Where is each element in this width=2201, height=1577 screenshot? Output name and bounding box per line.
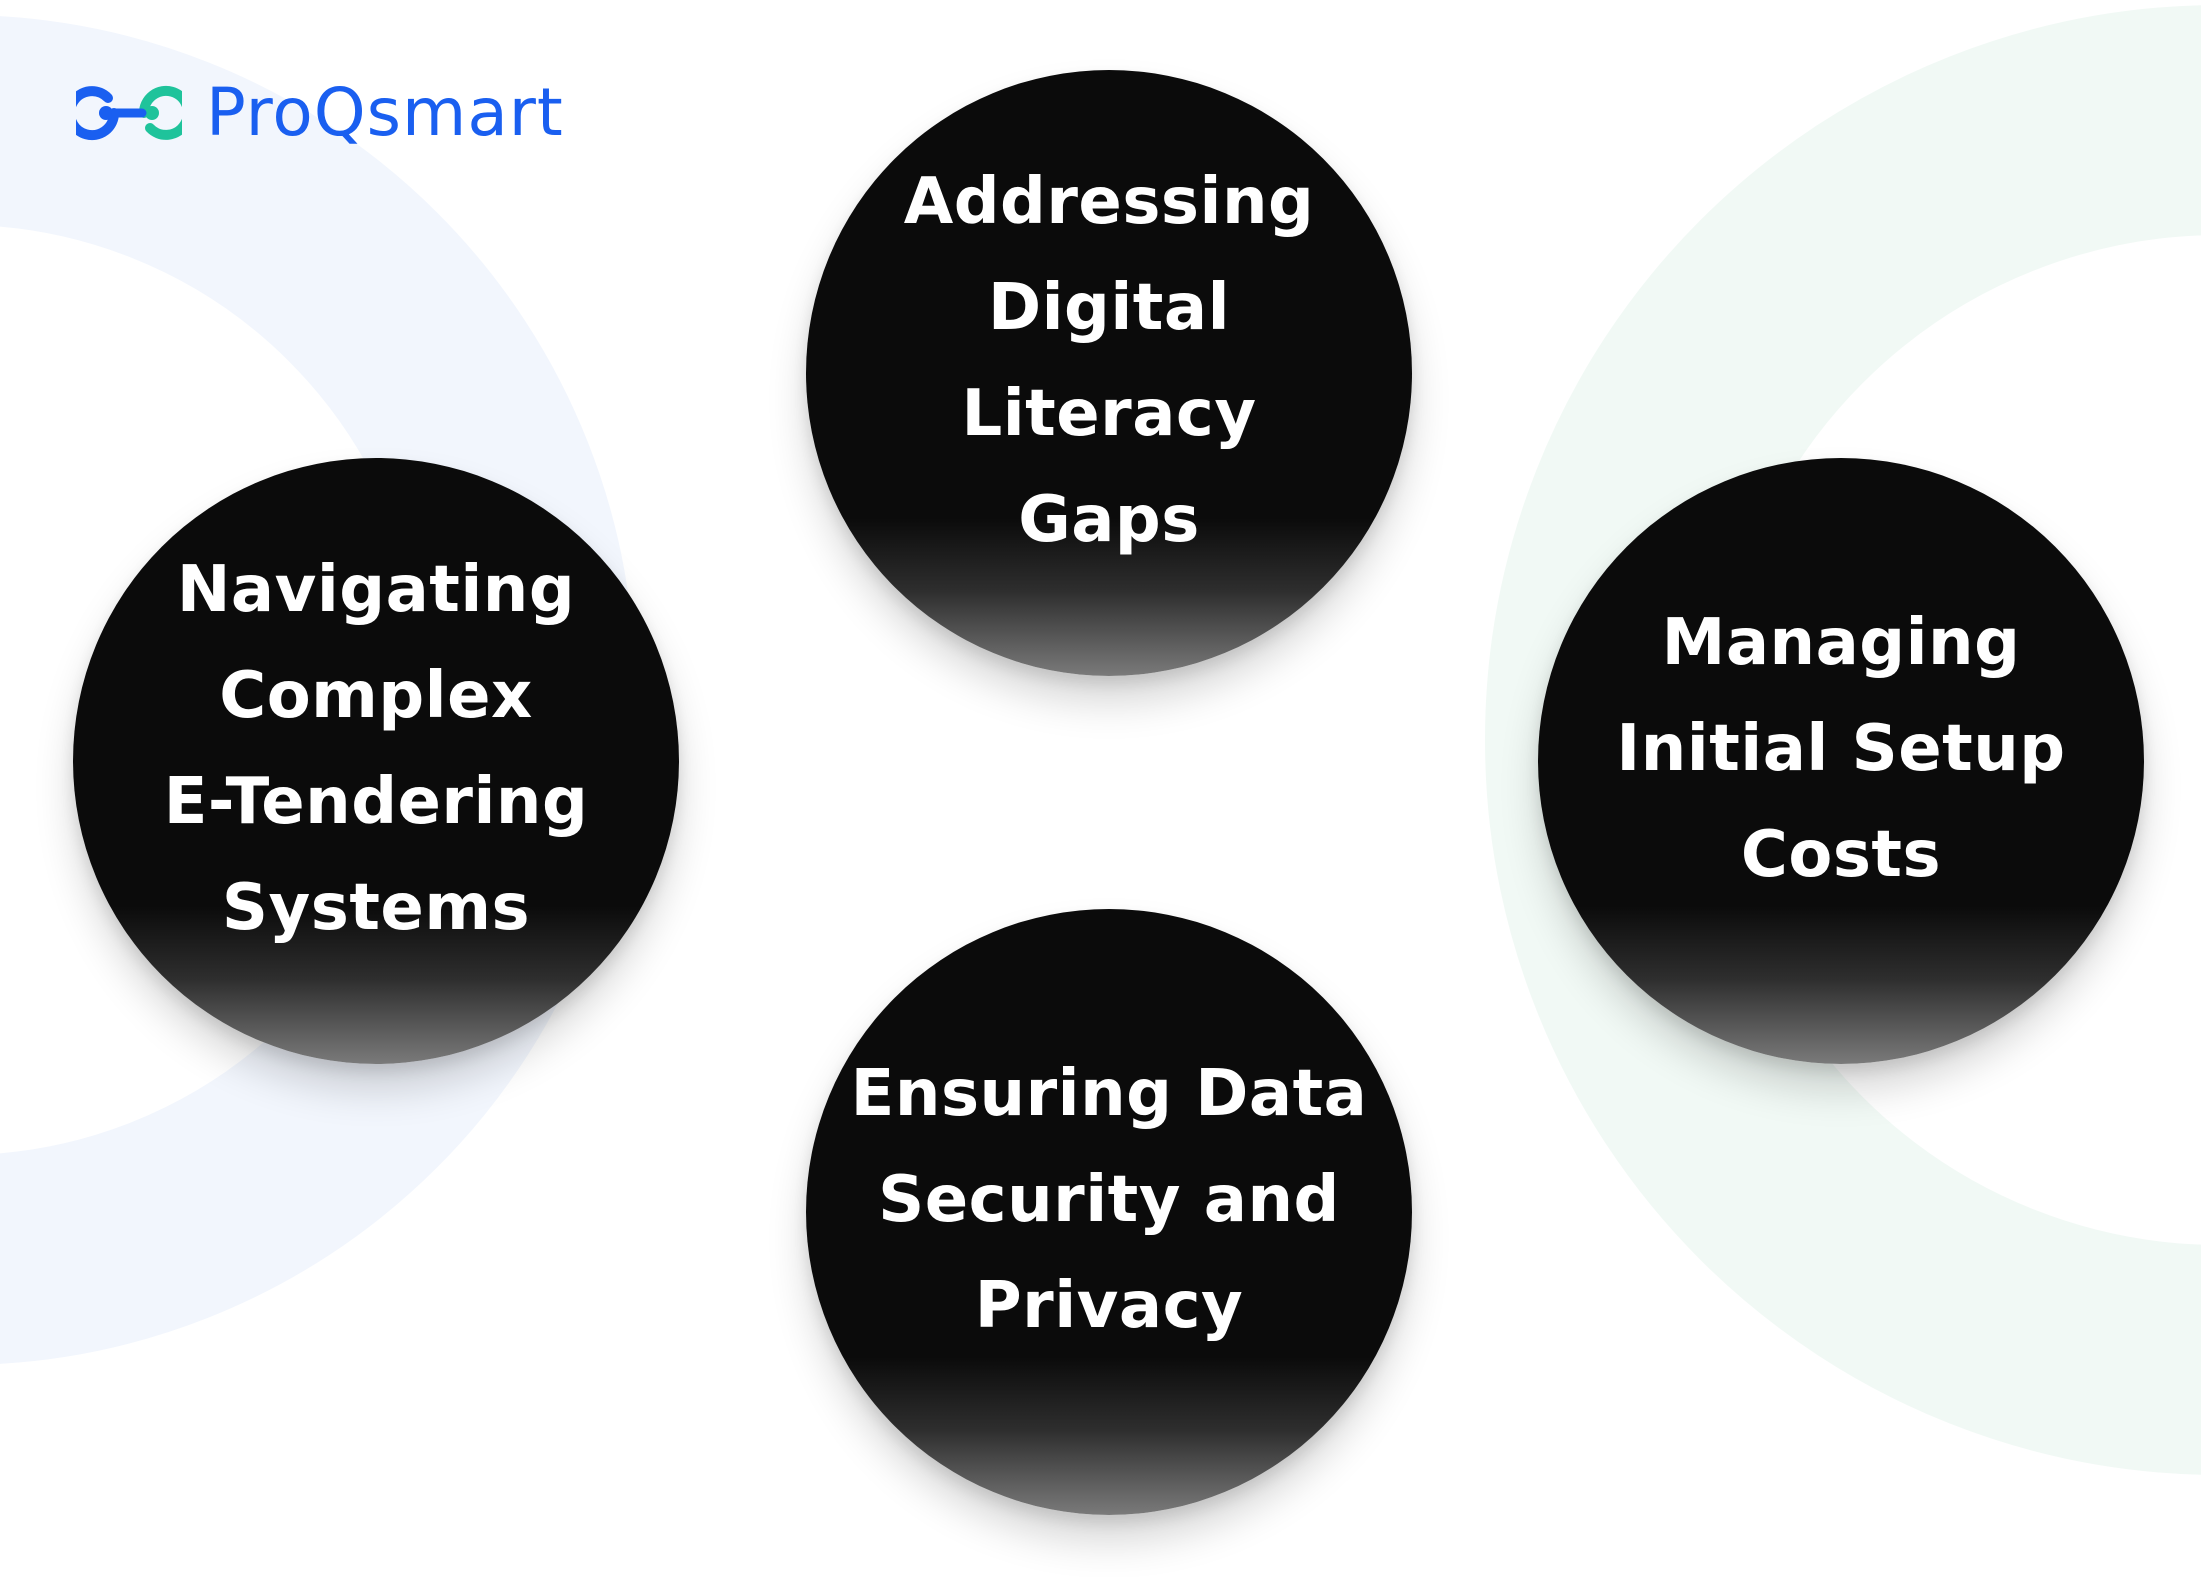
brand-name: ProQsmart xyxy=(206,74,564,151)
brand-logo: ProQsmart xyxy=(76,76,564,150)
circle-label: Addressing Digital Literacy Gaps xyxy=(903,165,1315,557)
circle-label: Managing Initial Setup Costs xyxy=(1616,606,2066,892)
circle-label: Navigating Complex E-Tendering Systems xyxy=(163,553,589,945)
circle-e-tendering-systems: Navigating Complex E-Tendering Systems xyxy=(73,458,679,1064)
circle-label: Ensuring Data Security and Privacy xyxy=(850,1057,1368,1343)
circle-setup-costs: Managing Initial Setup Costs xyxy=(1538,458,2144,1064)
infinity-link-icon xyxy=(76,85,182,141)
circle-digital-literacy: Addressing Digital Literacy Gaps xyxy=(806,70,1412,676)
circle-data-security: Ensuring Data Security and Privacy xyxy=(806,909,1412,1515)
